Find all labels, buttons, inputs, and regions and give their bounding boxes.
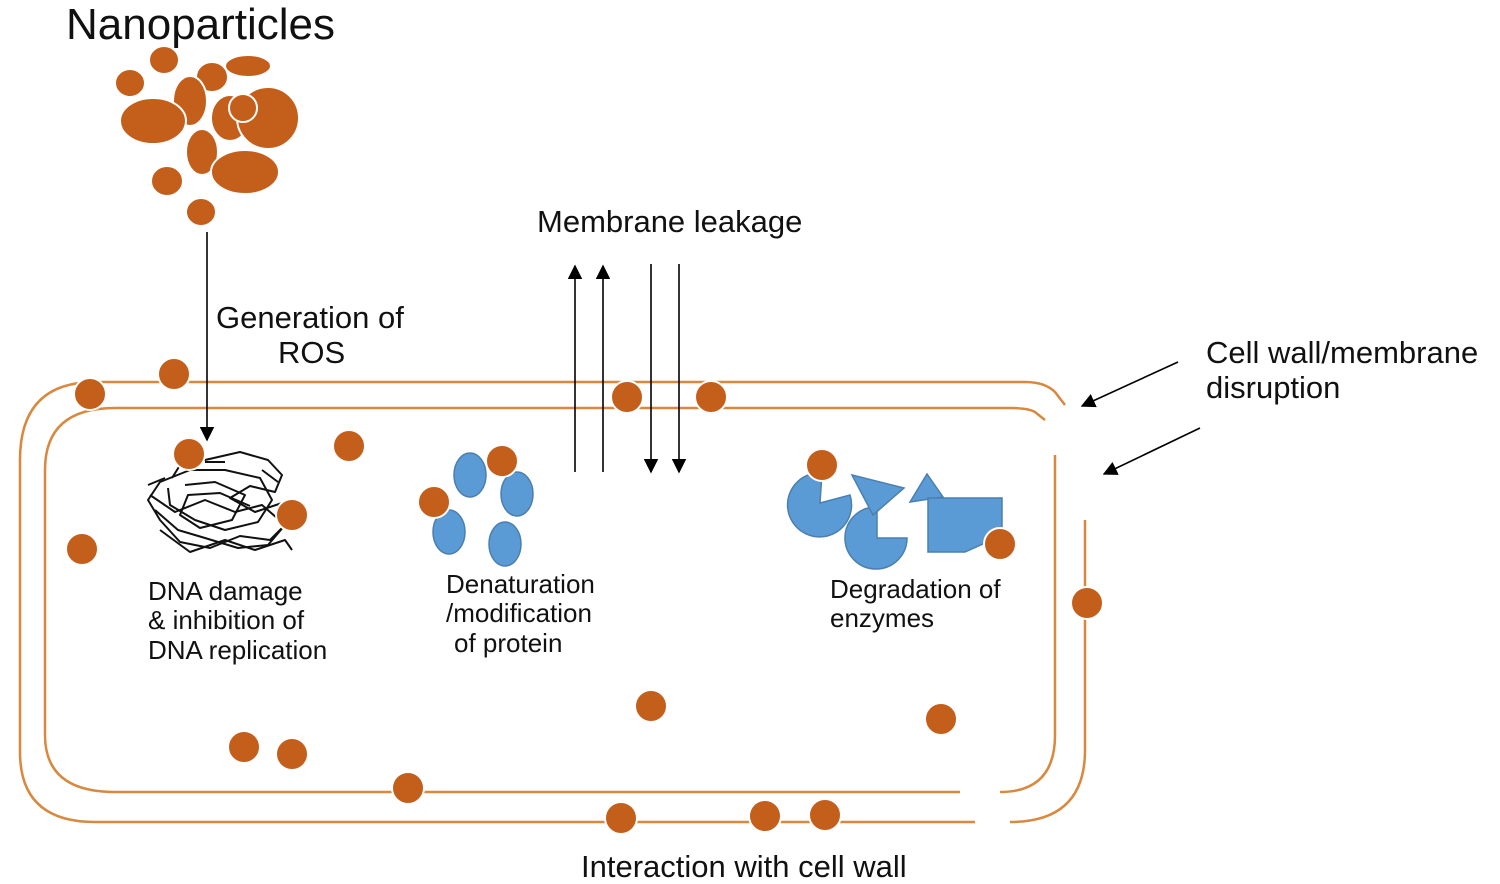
outer-membrane <box>18 380 1087 824</box>
protein-label-line-3: of protein <box>454 627 563 658</box>
protein-label: Denaturation /modification of protein <box>446 569 595 658</box>
ros-label-line-1: Generation of <box>216 300 404 335</box>
page-title: Nanoparticles <box>66 0 336 49</box>
cell-wall-interaction-label: Interaction with cell wall <box>581 849 907 884</box>
inner-membrane <box>43 406 1057 794</box>
ros-label: Generation of ROS <box>216 300 404 370</box>
enzymes-label-line-1: Degradation of <box>830 574 1001 604</box>
enzyme-pac-1 <box>786 472 853 538</box>
disruption-arrow-1 <box>1080 361 1179 408</box>
enzyme-group <box>786 472 1003 570</box>
protein-group <box>432 452 534 567</box>
dna-label-line-1: DNA damage <box>148 576 303 606</box>
dna-label-line-3: DNA replication <box>148 634 328 665</box>
cell-nanoparticles <box>65 357 1104 835</box>
wall-disruption-line-2: disruption <box>1206 370 1341 406</box>
disruption-arrow-2 <box>1102 427 1201 475</box>
dna-damage-label: DNA damage & inhibition of DNA replicati… <box>148 576 328 665</box>
protein-label-line-1: Denaturation <box>446 569 595 599</box>
enzymes-label-line-2: enzymes <box>830 603 935 634</box>
dna-tangle <box>147 451 293 553</box>
enzyme-pac-2 <box>844 506 908 570</box>
enzyme-triangle-2 <box>908 472 945 503</box>
wall-disruption-label: Cell wall/membrane disruption <box>1206 335 1478 405</box>
enzymes-label: Degradation of enzymes <box>830 574 1001 634</box>
wall-disruption-line-1: Cell wall/membrane <box>1206 335 1479 370</box>
protein-label-line-2: /modification <box>446 598 592 629</box>
membrane-leakage-label: Membrane leakage <box>537 204 803 239</box>
dna-label-line-2: & inhibition of <box>148 605 305 636</box>
arrows <box>199 232 1201 475</box>
enzyme-triangle-1 <box>850 473 906 517</box>
cell-membranes <box>18 380 1087 824</box>
ros-label-line-2: ROS <box>278 335 346 371</box>
nanoparticle-cluster <box>114 45 300 227</box>
